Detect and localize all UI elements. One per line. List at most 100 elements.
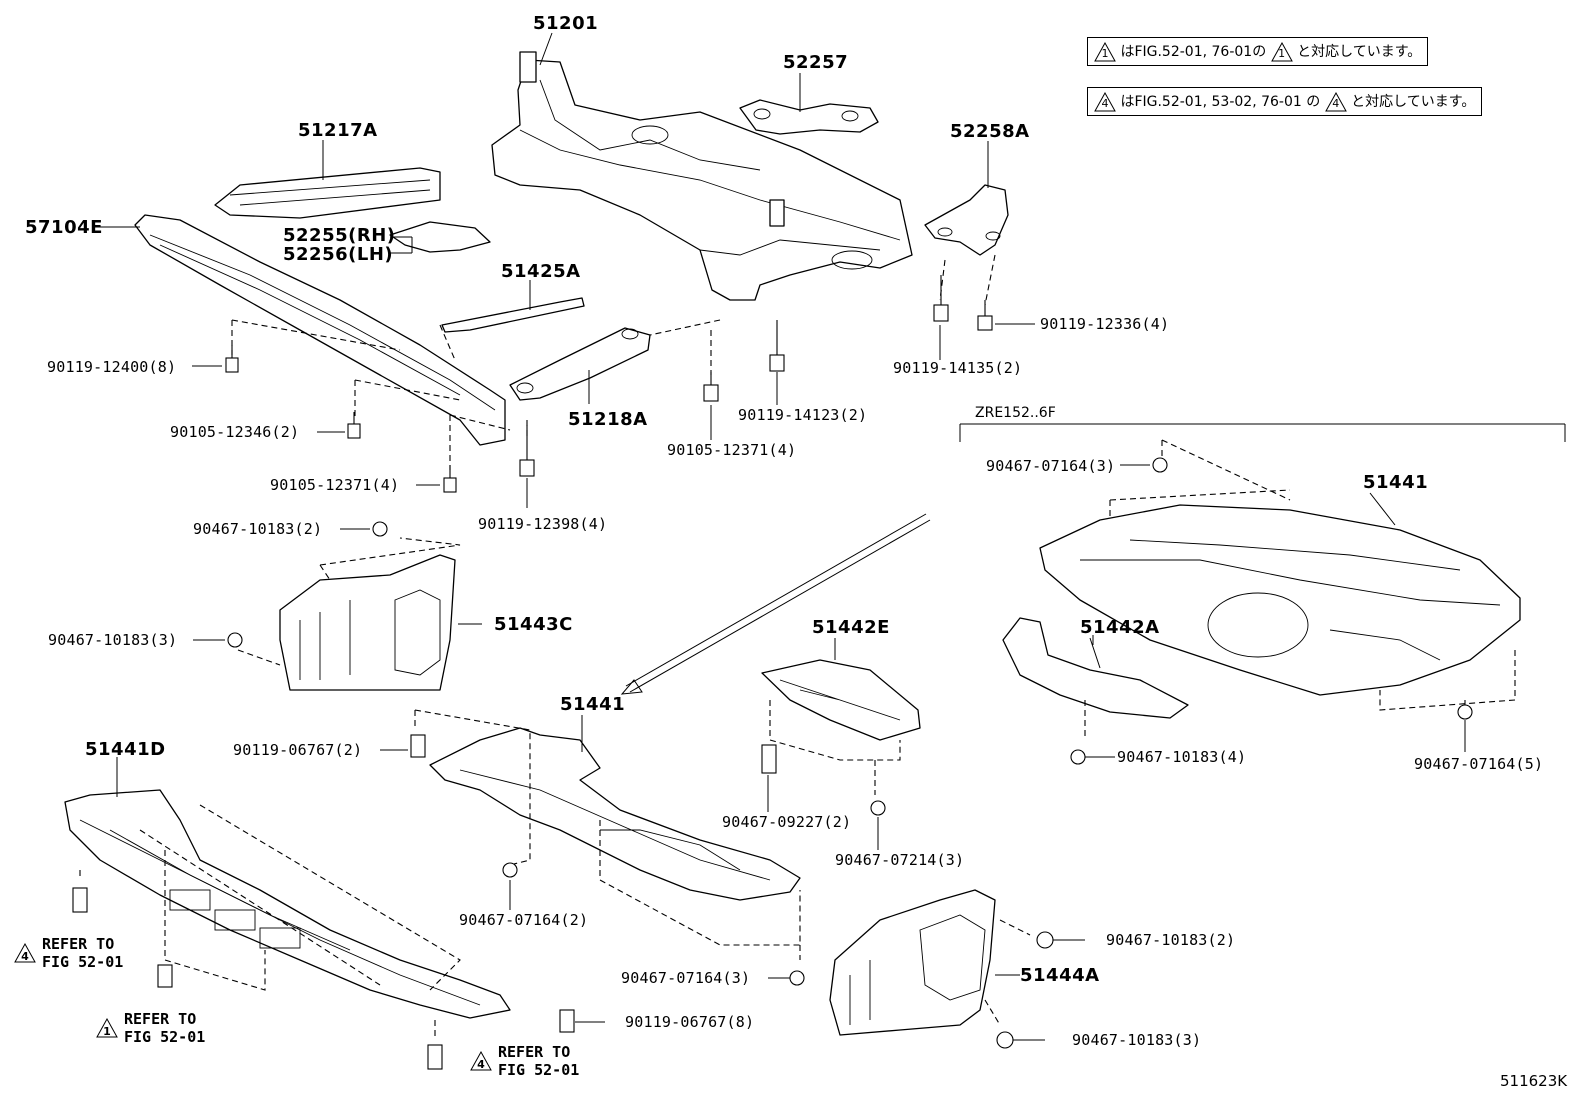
warning-triangle-icon: 1 xyxy=(96,1018,118,1038)
part-label-51444A[interactable]: 51444A xyxy=(1020,965,1100,986)
undercover-51441-right[interactable] xyxy=(1039,504,1521,696)
crossmember-51201[interactable] xyxy=(491,51,913,301)
note-1-tail: と対応しています。 xyxy=(1297,44,1422,60)
reinforcement-52255[interactable] xyxy=(389,221,491,253)
refer-line-1: REFER TO xyxy=(498,1043,571,1061)
warning-triangle-icon: 1 xyxy=(1094,42,1116,62)
warning-triangle-icon: 1 xyxy=(1270,42,1293,62)
bolt-icon xyxy=(1036,931,1054,949)
leader-lines xyxy=(100,32,1566,1041)
fastener-label[interactable]: 90119-14123(2) xyxy=(738,406,868,424)
note-2-tail: と対応しています。 xyxy=(1351,94,1476,110)
variant-label: ZRE152..6F xyxy=(975,405,1056,421)
part-label-51218A[interactable]: 51218A xyxy=(568,409,648,430)
bolt-icon xyxy=(977,300,993,331)
part-label-52258A[interactable]: 52258A xyxy=(950,121,1030,142)
undercover-51441D[interactable] xyxy=(64,789,511,1019)
bolt-icon xyxy=(1457,704,1473,720)
note-box-2: 4 はFIG.52-01, 53-02, 76-01 の 4 と対応しています。 xyxy=(1087,87,1483,116)
refer-note-1[interactable]: 4 REFER TO FIG 52-01 xyxy=(14,935,124,971)
warning-triangle-icon: 4 xyxy=(1094,92,1116,112)
bolt-icon xyxy=(227,632,243,648)
bolt-icon xyxy=(502,862,518,878)
part-label-51442A[interactable]: 51442A xyxy=(1080,617,1160,638)
bolt-icon xyxy=(443,465,457,493)
part-label-57104E[interactable]: 57104E xyxy=(25,217,103,238)
bolt-icon xyxy=(703,372,719,402)
bolt-icon xyxy=(225,345,239,373)
fastener-label[interactable]: 90467-07164(3) xyxy=(986,457,1116,475)
fasteners-art xyxy=(72,275,1473,1070)
cover-51444A[interactable] xyxy=(829,889,996,1036)
fastener-label[interactable]: 90467-07164(3) xyxy=(621,969,751,987)
part-label-52256[interactable]: 52256(LH) xyxy=(283,244,394,265)
fastener-label[interactable]: 90467-10183(3) xyxy=(1072,1031,1202,1049)
fastener-label[interactable]: 90119-12400(8) xyxy=(47,358,177,376)
refer-note-3[interactable]: 4 REFER TO FIG 52-01 xyxy=(470,1043,579,1079)
bolt-icon xyxy=(347,412,361,439)
cover-51442A[interactable] xyxy=(1002,617,1189,719)
part-label-51441D[interactable]: 51441D xyxy=(85,739,166,760)
bolt-icon xyxy=(157,964,173,988)
bolt-icon xyxy=(372,521,388,537)
fastener-label[interactable]: 90467-10183(3) xyxy=(48,631,178,649)
bolt-icon xyxy=(1152,457,1168,473)
assembly-arrow xyxy=(620,513,931,695)
part-label-51217A[interactable]: 51217A xyxy=(298,120,378,141)
fastener-label[interactable]: 90119-06767(2) xyxy=(233,741,363,759)
bolt-icon xyxy=(761,744,777,774)
part-label-51442E[interactable]: 51442E xyxy=(812,617,890,638)
dashed-guides xyxy=(79,254,1516,1040)
brace-51425A[interactable] xyxy=(441,297,585,333)
bolt-icon xyxy=(559,1009,575,1033)
bracket-51218A[interactable] xyxy=(509,327,651,401)
bolt-icon xyxy=(427,1044,443,1070)
part-label-51201[interactable]: 51201 xyxy=(533,13,599,34)
refer-line-1: REFER TO xyxy=(124,1010,197,1028)
fastener-label[interactable]: 90467-10183(4) xyxy=(1117,748,1247,766)
cover-51443C[interactable] xyxy=(279,554,456,691)
warning-triangle-icon: 4 xyxy=(1324,92,1347,112)
part-label-51441-main[interactable]: 51441 xyxy=(560,694,626,715)
part-label-51443C[interactable]: 51443C xyxy=(494,614,573,635)
bracket-52257[interactable] xyxy=(739,99,879,135)
fastener-label[interactable]: 90119-06767(8) xyxy=(625,1013,755,1031)
fastener-label[interactable]: 90105-12371(4) xyxy=(667,441,797,459)
refer-note-2[interactable]: 1 REFER TO FIG 52-01 xyxy=(96,1010,206,1046)
undercover-51441-main[interactable] xyxy=(429,727,801,901)
fastener-label[interactable]: 90467-10183(2) xyxy=(193,520,323,538)
member-57104E[interactable] xyxy=(134,214,506,446)
refer-line-2: FIG 52-01 xyxy=(124,1028,206,1046)
fastener-label[interactable]: 90467-09227(2) xyxy=(722,813,852,831)
fastener-label[interactable]: 90119-14135(2) xyxy=(893,359,1023,377)
part-label-51441-right[interactable]: 51441 xyxy=(1363,472,1429,493)
fastener-label[interactable]: 90467-07214(3) xyxy=(835,851,965,869)
fastener-label[interactable]: 90467-07164(5) xyxy=(1414,755,1544,773)
fastener-label[interactable]: 90105-12371(4) xyxy=(270,476,400,494)
note-1-text: はFIG.52-01, 76-01の xyxy=(1120,44,1267,60)
bolt-icon xyxy=(996,1031,1014,1049)
bracket-52258A[interactable] xyxy=(924,184,1009,256)
bolt-icon xyxy=(870,800,886,816)
warning-triangle-icon: 4 xyxy=(470,1051,492,1071)
fastener-label[interactable]: 90105-12346(2) xyxy=(170,423,300,441)
bolt-icon xyxy=(519,425,535,477)
part-label-51425A[interactable]: 51425A xyxy=(501,261,581,282)
fastener-label[interactable]: 90119-12336(4) xyxy=(1040,315,1170,333)
fastener-label[interactable]: 90467-10183(2) xyxy=(1106,931,1236,949)
note-2-text: はFIG.52-01, 53-02, 76-01 の xyxy=(1120,94,1321,110)
bolt-icon xyxy=(72,887,88,913)
bracket-51217A[interactable] xyxy=(214,167,441,219)
cover-51442E[interactable] xyxy=(761,659,921,741)
fastener-label[interactable]: 90119-12398(4) xyxy=(478,515,608,533)
refer-line-1: REFER TO xyxy=(42,935,115,953)
refer-line-2: FIG 52-01 xyxy=(42,953,124,971)
fastener-label[interactable]: 90467-07164(2) xyxy=(459,911,589,929)
part-label-52257[interactable]: 52257 xyxy=(783,52,849,73)
warning-triangle-icon: 4 xyxy=(14,943,36,963)
note-box-1: 1 はFIG.52-01, 76-01の 1 と対応しています。 xyxy=(1087,37,1429,66)
part-label-52255[interactable]: 52255(RH) xyxy=(283,225,396,246)
diagram-code: 511623K xyxy=(1500,1072,1568,1090)
